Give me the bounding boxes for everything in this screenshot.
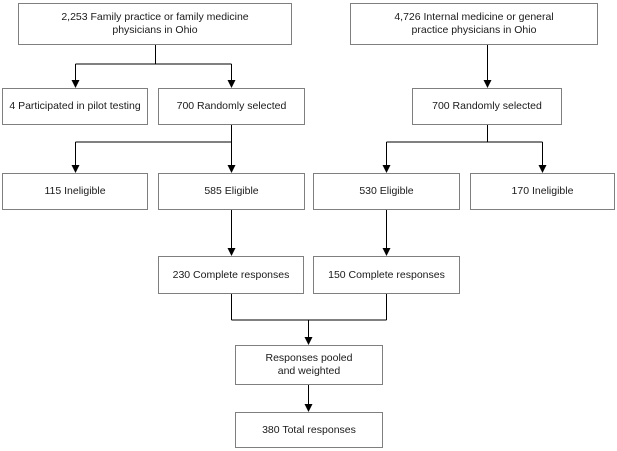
node-im-randomly-selected: 700 Randomly selected [412, 88, 562, 125]
node-family-practice-pool: 2,253 Family practice or family medicine… [18, 3, 292, 45]
edge-fp-eligible-fp-complete [227, 210, 236, 256]
edge-im-random-split [382, 125, 547, 173]
edge-im-pool-im-random [483, 45, 492, 88]
node-fp-randomly-selected: 700 Randomly selected [158, 88, 305, 125]
node-im-ineligible: 170 Ineligible [470, 173, 615, 210]
node-im-eligible: 530 Eligible [313, 173, 460, 210]
node-fp-ineligible: 115 Ineligible [2, 173, 148, 210]
edge-im-eligible-im-complete [382, 210, 391, 256]
node-total-responses: 380 Total responses [235, 412, 383, 448]
node-responses-pooled-weighted: Responses pooled and weighted [235, 345, 383, 385]
node-fp-complete-responses: 230 Complete responses [158, 256, 304, 294]
edge-fp-random-split [71, 125, 236, 173]
edge-fp-pool-split [71, 45, 236, 88]
node-im-complete-responses: 150 Complete responses [313, 256, 460, 294]
node-fp-eligible: 585 Eligible [158, 173, 305, 210]
edge-complete-merge-pooled [231, 294, 387, 345]
edge-pooled-total [304, 385, 313, 412]
node-pilot-testing: 4 Participated in pilot testing [2, 88, 148, 125]
node-internal-medicine-pool: 4,726 Internal medicine or general pract… [350, 3, 598, 45]
